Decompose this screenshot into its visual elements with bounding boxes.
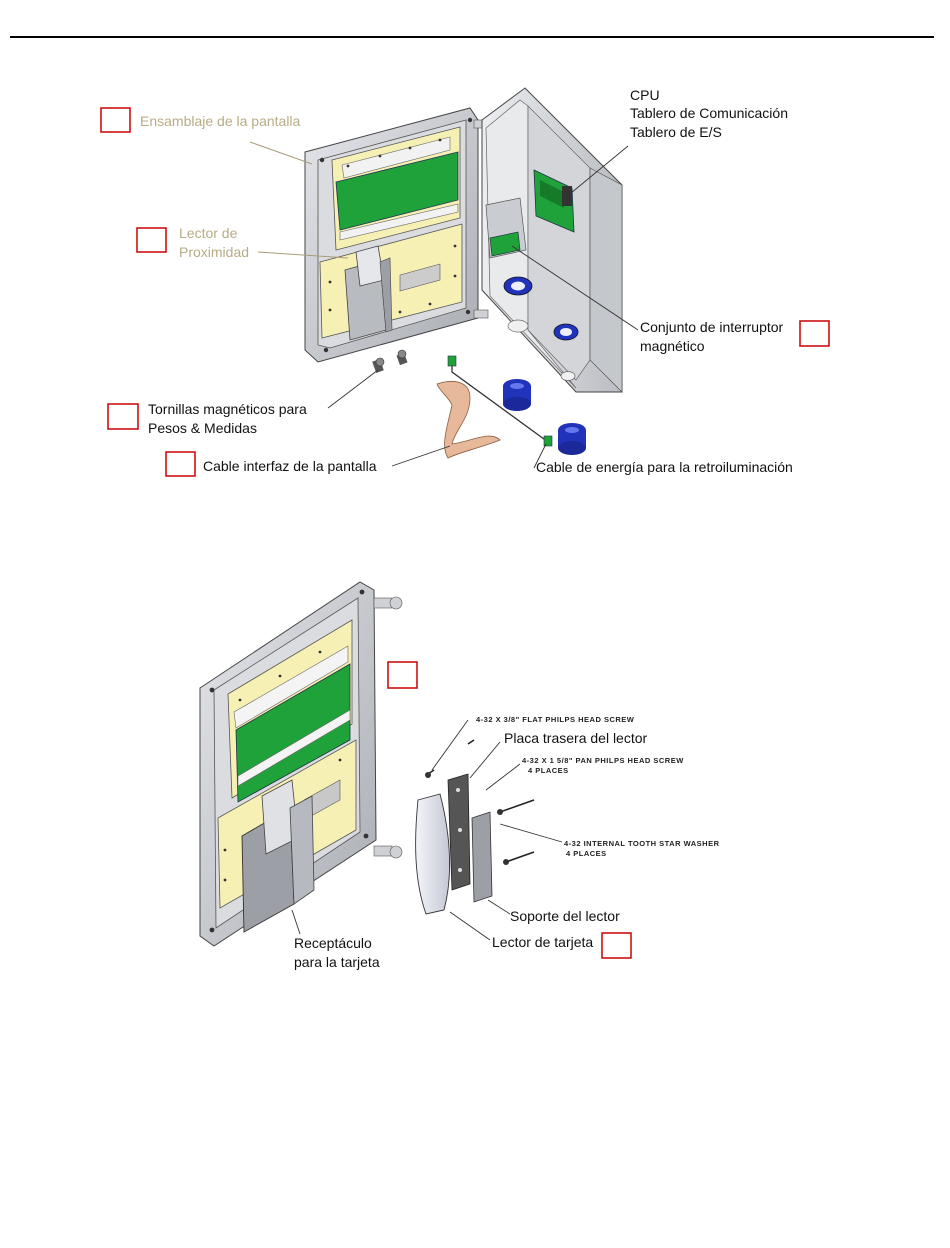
figure-2-door-card-reader: 4-32 X 3/8" FLAT PHILPS HEAD SCREW Placa…	[199, 581, 720, 970]
marker-box-magnetic-switch	[799, 320, 830, 347]
card-reader-assembly	[415, 739, 535, 915]
figure-1-open-enclosure: Ensamblaje de la pantalla Lector de Prox…	[100, 87, 830, 477]
reader-backplate	[447, 773, 471, 891]
label-card-reader: Lector de tarjeta	[492, 934, 593, 950]
label-magnetic-switch-2: magnético	[640, 338, 705, 354]
label-flat-screw: 4-32 X 3/8" FLAT PHILPS HEAD SCREW	[476, 715, 635, 724]
display-interface-cable	[436, 381, 501, 459]
label-proximity-reader-2: Proximidad	[179, 244, 249, 260]
label-cpu-1: CPU	[630, 87, 660, 103]
label-washer-1: 4-32 INTERNAL TOOTH STAR WASHER	[564, 839, 720, 848]
top-rule	[10, 36, 934, 38]
enclosure-box	[481, 87, 623, 393]
backlight-power-cable	[447, 355, 553, 447]
label-magnetic-switch-1: Conjunto de interruptor	[640, 319, 784, 335]
marker-box-door	[387, 661, 418, 689]
magnetic-switch-board	[489, 231, 521, 257]
display-assembly-door	[304, 107, 489, 363]
label-reader-support: Soporte del lector	[510, 908, 620, 924]
label-pan-screw-1: 4-32 X 1 5/8" PAN PHILPS HEAD SCREW	[522, 756, 684, 765]
marker-box-magnetic-screws	[107, 403, 139, 430]
marker-box-display-assembly	[100, 107, 131, 133]
label-proximity-reader-1: Lector de	[179, 225, 238, 241]
label-magnetic-screws-1: Tornillas magnéticos para	[148, 401, 307, 417]
magnetic-screws	[372, 349, 408, 374]
label-display-cable: Cable interfaz de la pantalla	[203, 458, 377, 474]
display-board	[335, 151, 459, 231]
label-cpu-3: Tablero de E/S	[630, 124, 722, 140]
label-pan-screw-2: 4 PLACES	[528, 766, 569, 775]
marker-box-card-reader	[601, 932, 632, 959]
label-reader-backplate: Placa trasera del lector	[504, 730, 648, 746]
reader-support	[471, 811, 493, 903]
label-cpu-2: Tablero de Comunicación	[630, 105, 788, 121]
label-card-receptacle-2: para la tarjeta	[294, 954, 380, 970]
blue-grommets-loose	[503, 379, 586, 455]
label-backlight-cable: Cable de energía para la retroiluminació…	[536, 459, 793, 475]
label-magnetic-screws-2: Pesos & Medidas	[148, 420, 257, 436]
label-display-assembly: Ensamblaje de la pantalla	[140, 113, 301, 129]
marker-box-proximity-reader	[136, 227, 167, 253]
marker-box-display-cable	[165, 451, 196, 477]
card-reader	[415, 793, 451, 915]
label-washer-2: 4 PLACES	[566, 849, 607, 858]
label-card-receptacle-1: Receptáculo	[294, 935, 372, 951]
